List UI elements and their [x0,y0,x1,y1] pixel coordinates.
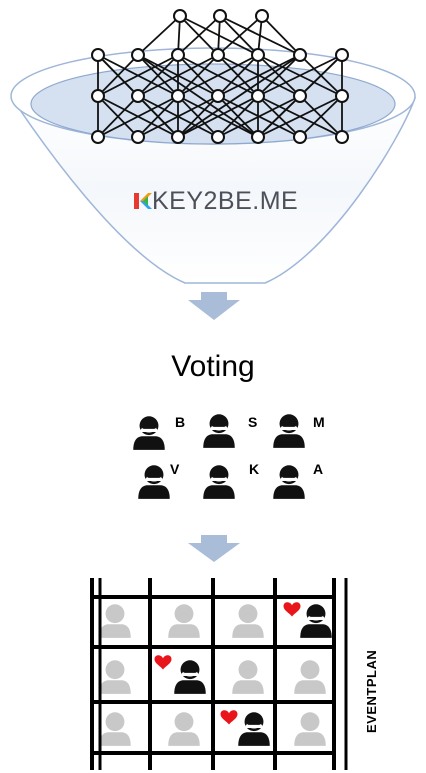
network-edge [217,95,301,138]
heart-icon [220,710,238,725]
network-edge [137,54,259,138]
network-node [131,48,145,62]
network-node [91,48,105,62]
empty-slot-person-icon [168,604,200,638]
network-node [171,48,185,62]
voter-person-icon [133,416,165,450]
empty-slot-person-icon [232,604,264,638]
network-node [131,89,145,103]
network-node [213,9,227,23]
network-edge [97,95,139,138]
network-node [251,48,265,62]
network-edge [137,95,219,138]
eventplan-grid [90,578,348,770]
network-edge [137,54,219,97]
voter-person-icon [273,465,305,499]
network-node [335,130,349,144]
network-edge [177,54,219,97]
network-node [293,48,307,62]
network-node [251,130,265,144]
logo-icon [134,193,152,209]
heart-icon [154,655,172,670]
eventplan-label: EVENTPLAN [364,649,379,733]
network-node [91,130,105,144]
voter-label-b: B [175,414,186,430]
network-edge [257,95,343,138]
empty-slot-person-icon [232,660,264,694]
network-node [211,130,225,144]
empty-slot-person-icon [168,712,200,746]
funnel-body [10,97,417,284]
network-edge [261,15,301,56]
empty-slot-person-icon [294,660,326,694]
empty-slot-person-icon [99,712,131,746]
network-node [335,89,349,103]
network-node [293,130,307,144]
network-edge [137,15,181,56]
empty-slot-person-icon [99,604,131,638]
network-edge [177,95,219,138]
network-node [173,9,187,23]
logo-text: KEY2BE.ME [152,187,299,215]
network-edge [177,15,221,56]
network-node [335,48,349,62]
voter-label-a: A [313,461,324,477]
network-edge [177,95,259,138]
voter-group [133,414,305,499]
voting-title: Voting [171,350,255,383]
voter-person-icon [273,414,305,448]
voter-label-k: K [249,461,260,477]
voter-person-icon [203,414,235,448]
network-node [211,89,225,103]
network-edge [217,15,263,56]
network-node [171,130,185,144]
network-node [131,130,145,144]
network-node [171,89,185,103]
network-edge [217,54,259,97]
voter-label-m: M [313,414,325,430]
network-edge [217,95,259,138]
voter-person-icon [138,465,170,499]
network-node [293,89,307,103]
attendee-person-icon [300,604,332,638]
empty-slot-person-icon [99,660,131,694]
network-edge [97,95,179,138]
network-node [91,89,105,103]
voter-person-icon [203,465,235,499]
down-arrow-1 [188,292,240,320]
network-edge [137,54,179,97]
neural-network [91,9,349,144]
network-node [211,48,225,62]
voter-label-s: S [248,414,258,430]
network-node [251,89,265,103]
down-arrow-2 [188,535,240,562]
network-edge [177,54,259,97]
network-edge [177,54,301,138]
attendee-person-icon [174,660,206,694]
network-edge [217,54,301,97]
heart-icon [283,602,301,617]
attendee-person-icon [238,712,270,746]
network-edge [97,54,179,97]
network-edge [257,54,343,97]
network-edge [257,54,301,97]
network-edge [299,95,343,138]
voter-label-v: V [170,461,180,477]
empty-slot-person-icon [294,712,326,746]
network-node [255,9,269,23]
